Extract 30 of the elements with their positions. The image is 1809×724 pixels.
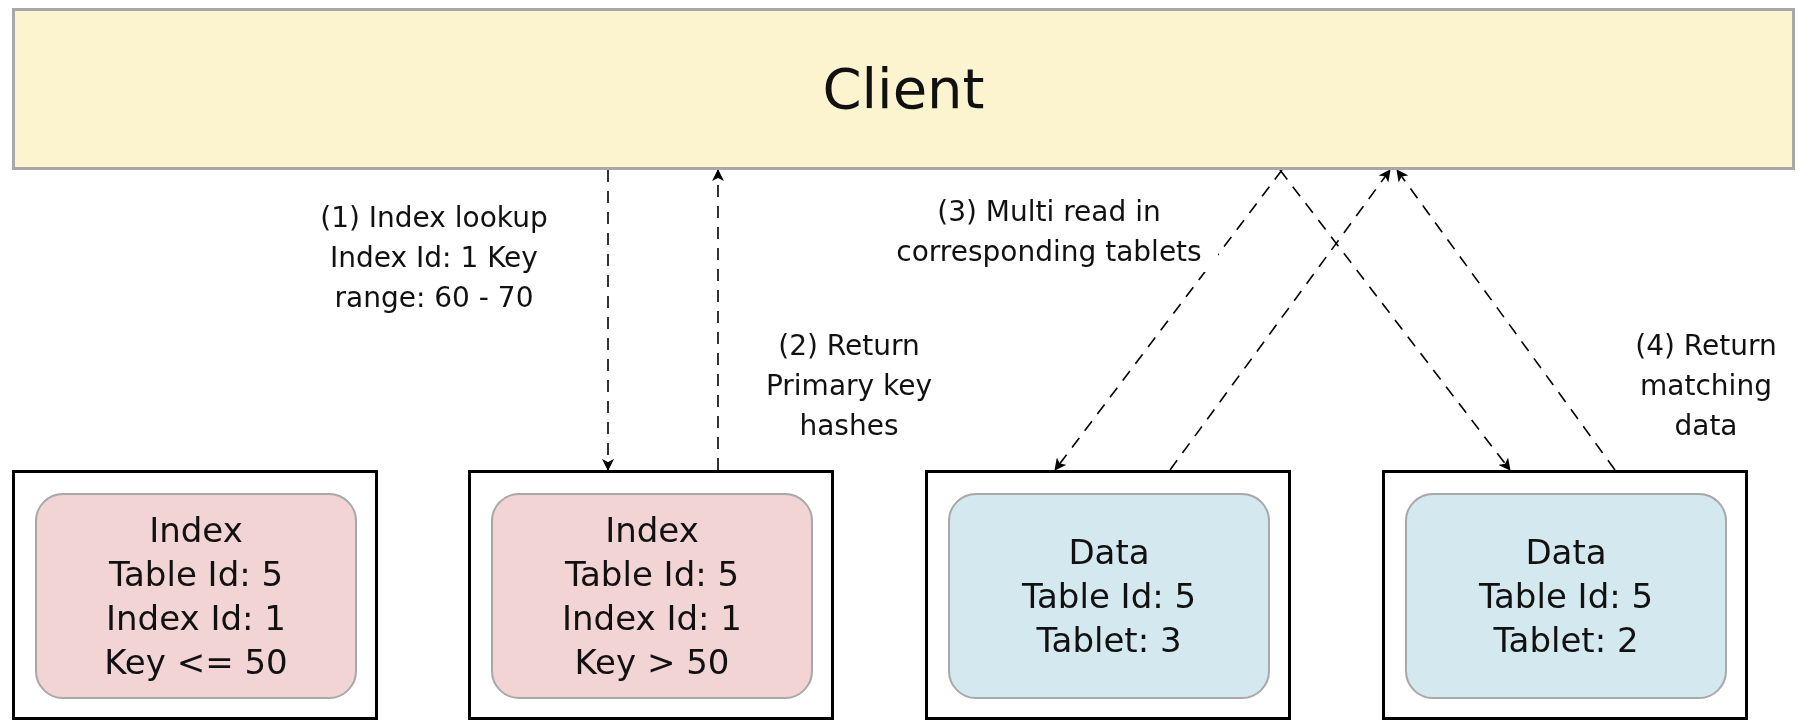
arrow	[712, 169, 724, 471]
arrow	[1279, 169, 1511, 471]
node-text: Table Id: 5	[108, 552, 284, 596]
arrow	[1396, 169, 1616, 471]
node-text: Data	[1068, 530, 1150, 574]
index-box	[491, 493, 813, 699]
index-box	[35, 493, 357, 699]
node-text: Client	[822, 54, 985, 123]
node-text: Key > 50	[574, 641, 730, 685]
node-text: Tablet: 2	[1493, 619, 1639, 663]
server-box	[925, 470, 1291, 720]
arrow	[1054, 169, 1283, 471]
server-box	[12, 470, 378, 720]
node-text: Data	[1525, 530, 1607, 574]
arrow	[602, 169, 614, 471]
node-text: Table Id: 5	[564, 552, 740, 596]
node-text: Index	[605, 508, 699, 552]
arrow	[1169, 169, 1391, 471]
node-text: Index Id: 1	[106, 597, 286, 640]
node-text: Index	[149, 508, 243, 552]
data-box	[948, 493, 1270, 699]
node-text: Table Id: 5	[1478, 574, 1654, 618]
node-text: Key <= 50	[104, 641, 288, 685]
client-box	[12, 8, 1795, 170]
node-text: Tablet: 3	[1036, 619, 1182, 663]
node-text: Table Id: 5	[1021, 574, 1197, 618]
server-box	[1382, 470, 1748, 720]
node-text: Index Id: 1	[562, 597, 742, 640]
server-box	[468, 470, 834, 720]
data-box	[1405, 493, 1727, 699]
